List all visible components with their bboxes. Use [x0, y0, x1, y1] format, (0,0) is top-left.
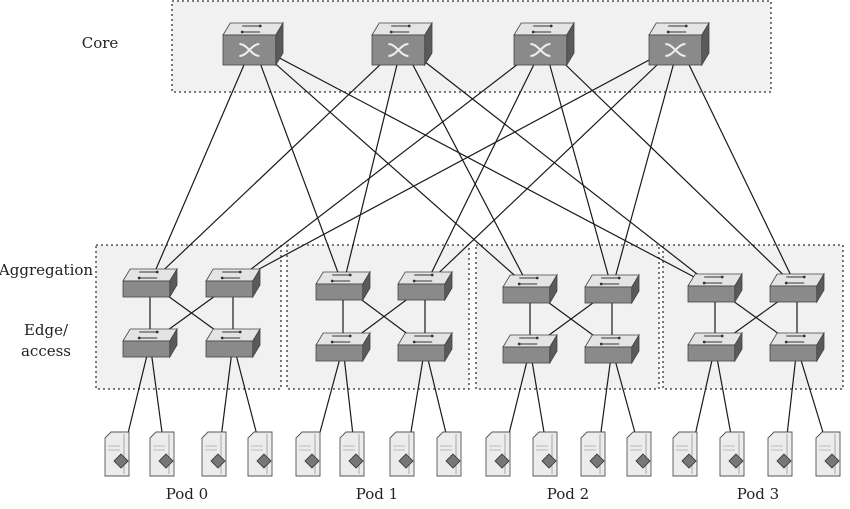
pod-label: Pod 1 [356, 485, 398, 503]
core-switch-icon [648, 21, 710, 67]
server-icon [626, 431, 652, 477]
core-agg-link [543, 43, 613, 290]
aggregation-layer-label: Aggregation [0, 261, 93, 279]
core-agg-link [543, 43, 798, 289]
edge-switch-icon [502, 333, 558, 365]
server-icon [247, 431, 273, 477]
edge-switch-icon [205, 327, 261, 359]
core-agg-link [252, 43, 531, 290]
aggregation-switch-icon [502, 273, 558, 305]
aggregation-switch-icon [687, 272, 743, 304]
edge-switch-icon [769, 331, 825, 363]
server-icon [719, 431, 745, 477]
core-agg-link [232, 43, 545, 284]
core-switch-icon [222, 21, 284, 67]
core-agg-link [401, 43, 531, 290]
aggregation-switch-icon [584, 273, 640, 305]
aggregation-switch-icon [205, 267, 261, 299]
server-icon [295, 431, 321, 477]
aggregation-switch-icon [397, 270, 453, 302]
edge-switch-icon [315, 331, 371, 363]
aggregation-switch-icon [315, 270, 371, 302]
pod-label: Pod 2 [547, 485, 589, 503]
core-agg-link [678, 43, 798, 289]
edge-switch-icon [584, 333, 640, 365]
pod-box [662, 244, 844, 390]
server-icon [149, 431, 175, 477]
aggregation-switch-icon [769, 272, 825, 304]
core-agg-link [424, 43, 680, 287]
edge-switch-icon [687, 331, 743, 363]
edge-layer-label-line1: Edge/ [24, 321, 69, 339]
pod-box [95, 244, 282, 390]
server-icon [672, 431, 698, 477]
core-switch-icon [371, 21, 433, 67]
core-agg-link [149, 43, 254, 284]
pod-label: Pod 0 [166, 485, 208, 503]
core-agg-link [149, 43, 403, 284]
edge-switch-icon [122, 327, 178, 359]
server-icon [815, 431, 841, 477]
core-layer-label: Core [82, 34, 119, 52]
server-icon [580, 431, 606, 477]
core-agg-link [232, 43, 680, 284]
server-icon [104, 431, 130, 477]
edge-switch-icon [397, 331, 453, 363]
pod-box [286, 244, 470, 390]
core-agg-link [342, 43, 403, 287]
server-icon [201, 431, 227, 477]
server-icon [339, 431, 365, 477]
core-agg-link [252, 43, 344, 287]
core-agg-link [401, 43, 716, 289]
server-icon [532, 431, 558, 477]
server-icon [485, 431, 511, 477]
core-agg-link [424, 43, 545, 287]
network-nodes [104, 21, 841, 477]
pod-label: Pod 3 [737, 485, 779, 503]
server-icon [436, 431, 462, 477]
aggregation-switch-icon [122, 267, 178, 299]
server-icon [389, 431, 415, 477]
edge-layer-label-line2: access [21, 342, 71, 360]
server-icon [767, 431, 793, 477]
core-switch-icon [513, 21, 575, 67]
core-agg-link [611, 43, 680, 290]
